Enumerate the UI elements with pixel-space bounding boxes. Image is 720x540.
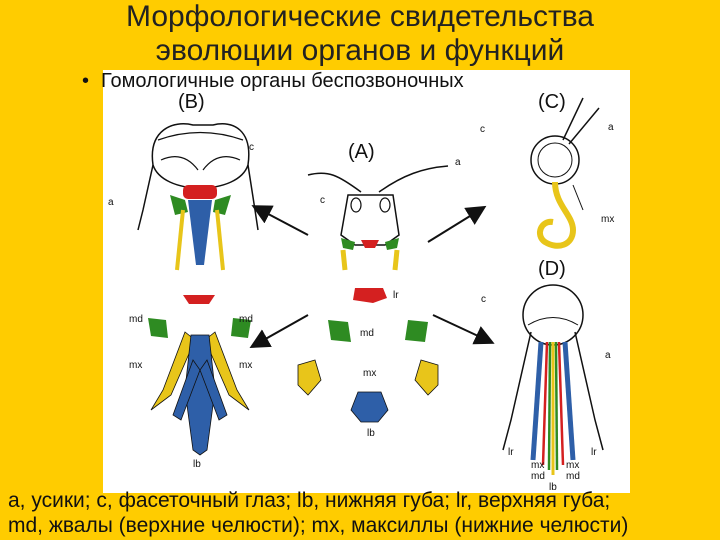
a-label-lr: lr	[393, 290, 399, 301]
bullet-marker: •	[82, 70, 90, 92]
a-label-md: md	[360, 328, 374, 339]
slide-title: Морфологические свидетельства эволюции о…	[0, 0, 720, 68]
arrow-to-b	[251, 205, 309, 236]
a-labium	[350, 391, 389, 423]
b-label-c: c	[249, 142, 254, 153]
d-label-a: a	[605, 350, 611, 361]
homologous-organs-figure: (B) (C) (A) (D) c a	[103, 70, 630, 493]
d-label-mx-left: mx	[531, 460, 544, 471]
d-label-lr-left: lr	[508, 447, 514, 458]
panel-a-label: (A)	[348, 141, 375, 163]
b-mandible-left	[148, 318, 168, 338]
bullet-text: Гомологичные органы беспозвоночных	[101, 70, 464, 92]
figure-caption: a, усики; c, фасеточный глаз; lb, нижняя…	[8, 488, 720, 538]
b-label-md-right: md	[239, 314, 253, 325]
arrow-to-c	[427, 205, 487, 243]
b-label-lb: lb	[193, 459, 201, 470]
arrow-to-b-parts	[249, 314, 309, 348]
d-label-lr-right: lr	[591, 447, 597, 458]
panel-c-label: (C)	[538, 91, 566, 113]
bullet-point: • Гомологичные органы беспозвоночных	[82, 70, 464, 93]
title-line-1: Морфологические свидетельства	[126, 0, 594, 33]
d-label-md-right: md	[566, 471, 580, 482]
caption-line-2: md, жвалы (верхние челюсти); mx, максилл…	[8, 514, 629, 537]
a-maxilla-left	[297, 359, 322, 396]
figure-drawing: (B) (C) (A) (D) c a	[108, 91, 614, 493]
panel-b-mouthparts: md md mx mx lb	[129, 295, 253, 470]
panel-a-mouthparts: lr md mx lb	[297, 288, 439, 439]
b-label-mx-right: mx	[239, 360, 252, 371]
a-maxilla-right	[414, 359, 439, 396]
d-label-lb: lb	[549, 482, 557, 493]
panel-a-insect-head: a c	[307, 157, 461, 271]
panel-b-label: (B)	[178, 91, 205, 113]
c-label-c: c	[480, 124, 485, 135]
c-label-a: a	[608, 122, 614, 133]
a-label-mx: mx	[363, 368, 376, 379]
panel-c-butterfly-head: c a mx	[480, 97, 614, 249]
a-labrum	[353, 288, 387, 303]
a-mandible-left	[328, 320, 351, 342]
b-label-a: a	[108, 197, 114, 208]
b-label-md-left: md	[129, 314, 143, 325]
panel-b-head: c a	[108, 123, 259, 271]
a-label-a: a	[455, 157, 461, 168]
arrow-to-d	[432, 314, 495, 345]
d-label-mx-right: mx	[566, 460, 579, 471]
a-mandible-right	[405, 320, 428, 342]
b-mandible-right	[231, 318, 251, 338]
d-label-c: c	[481, 294, 486, 305]
panel-d-label: (D)	[538, 258, 566, 280]
d-label-md-left: md	[531, 471, 545, 482]
a-label-c: c	[320, 195, 325, 206]
caption-line-1: a, усики; c, фасеточный глаз; lb, нижняя…	[8, 489, 611, 512]
title-line-2: эволюции органов и функций	[155, 34, 565, 67]
b-labrum	[183, 295, 215, 304]
b-label-mx-left: mx	[129, 360, 142, 371]
panel-d-mosquito-head: c a lr lr mx mx md md lb	[481, 284, 611, 493]
a-label-lb: lb	[367, 428, 375, 439]
c-label-mx: mx	[601, 214, 614, 225]
